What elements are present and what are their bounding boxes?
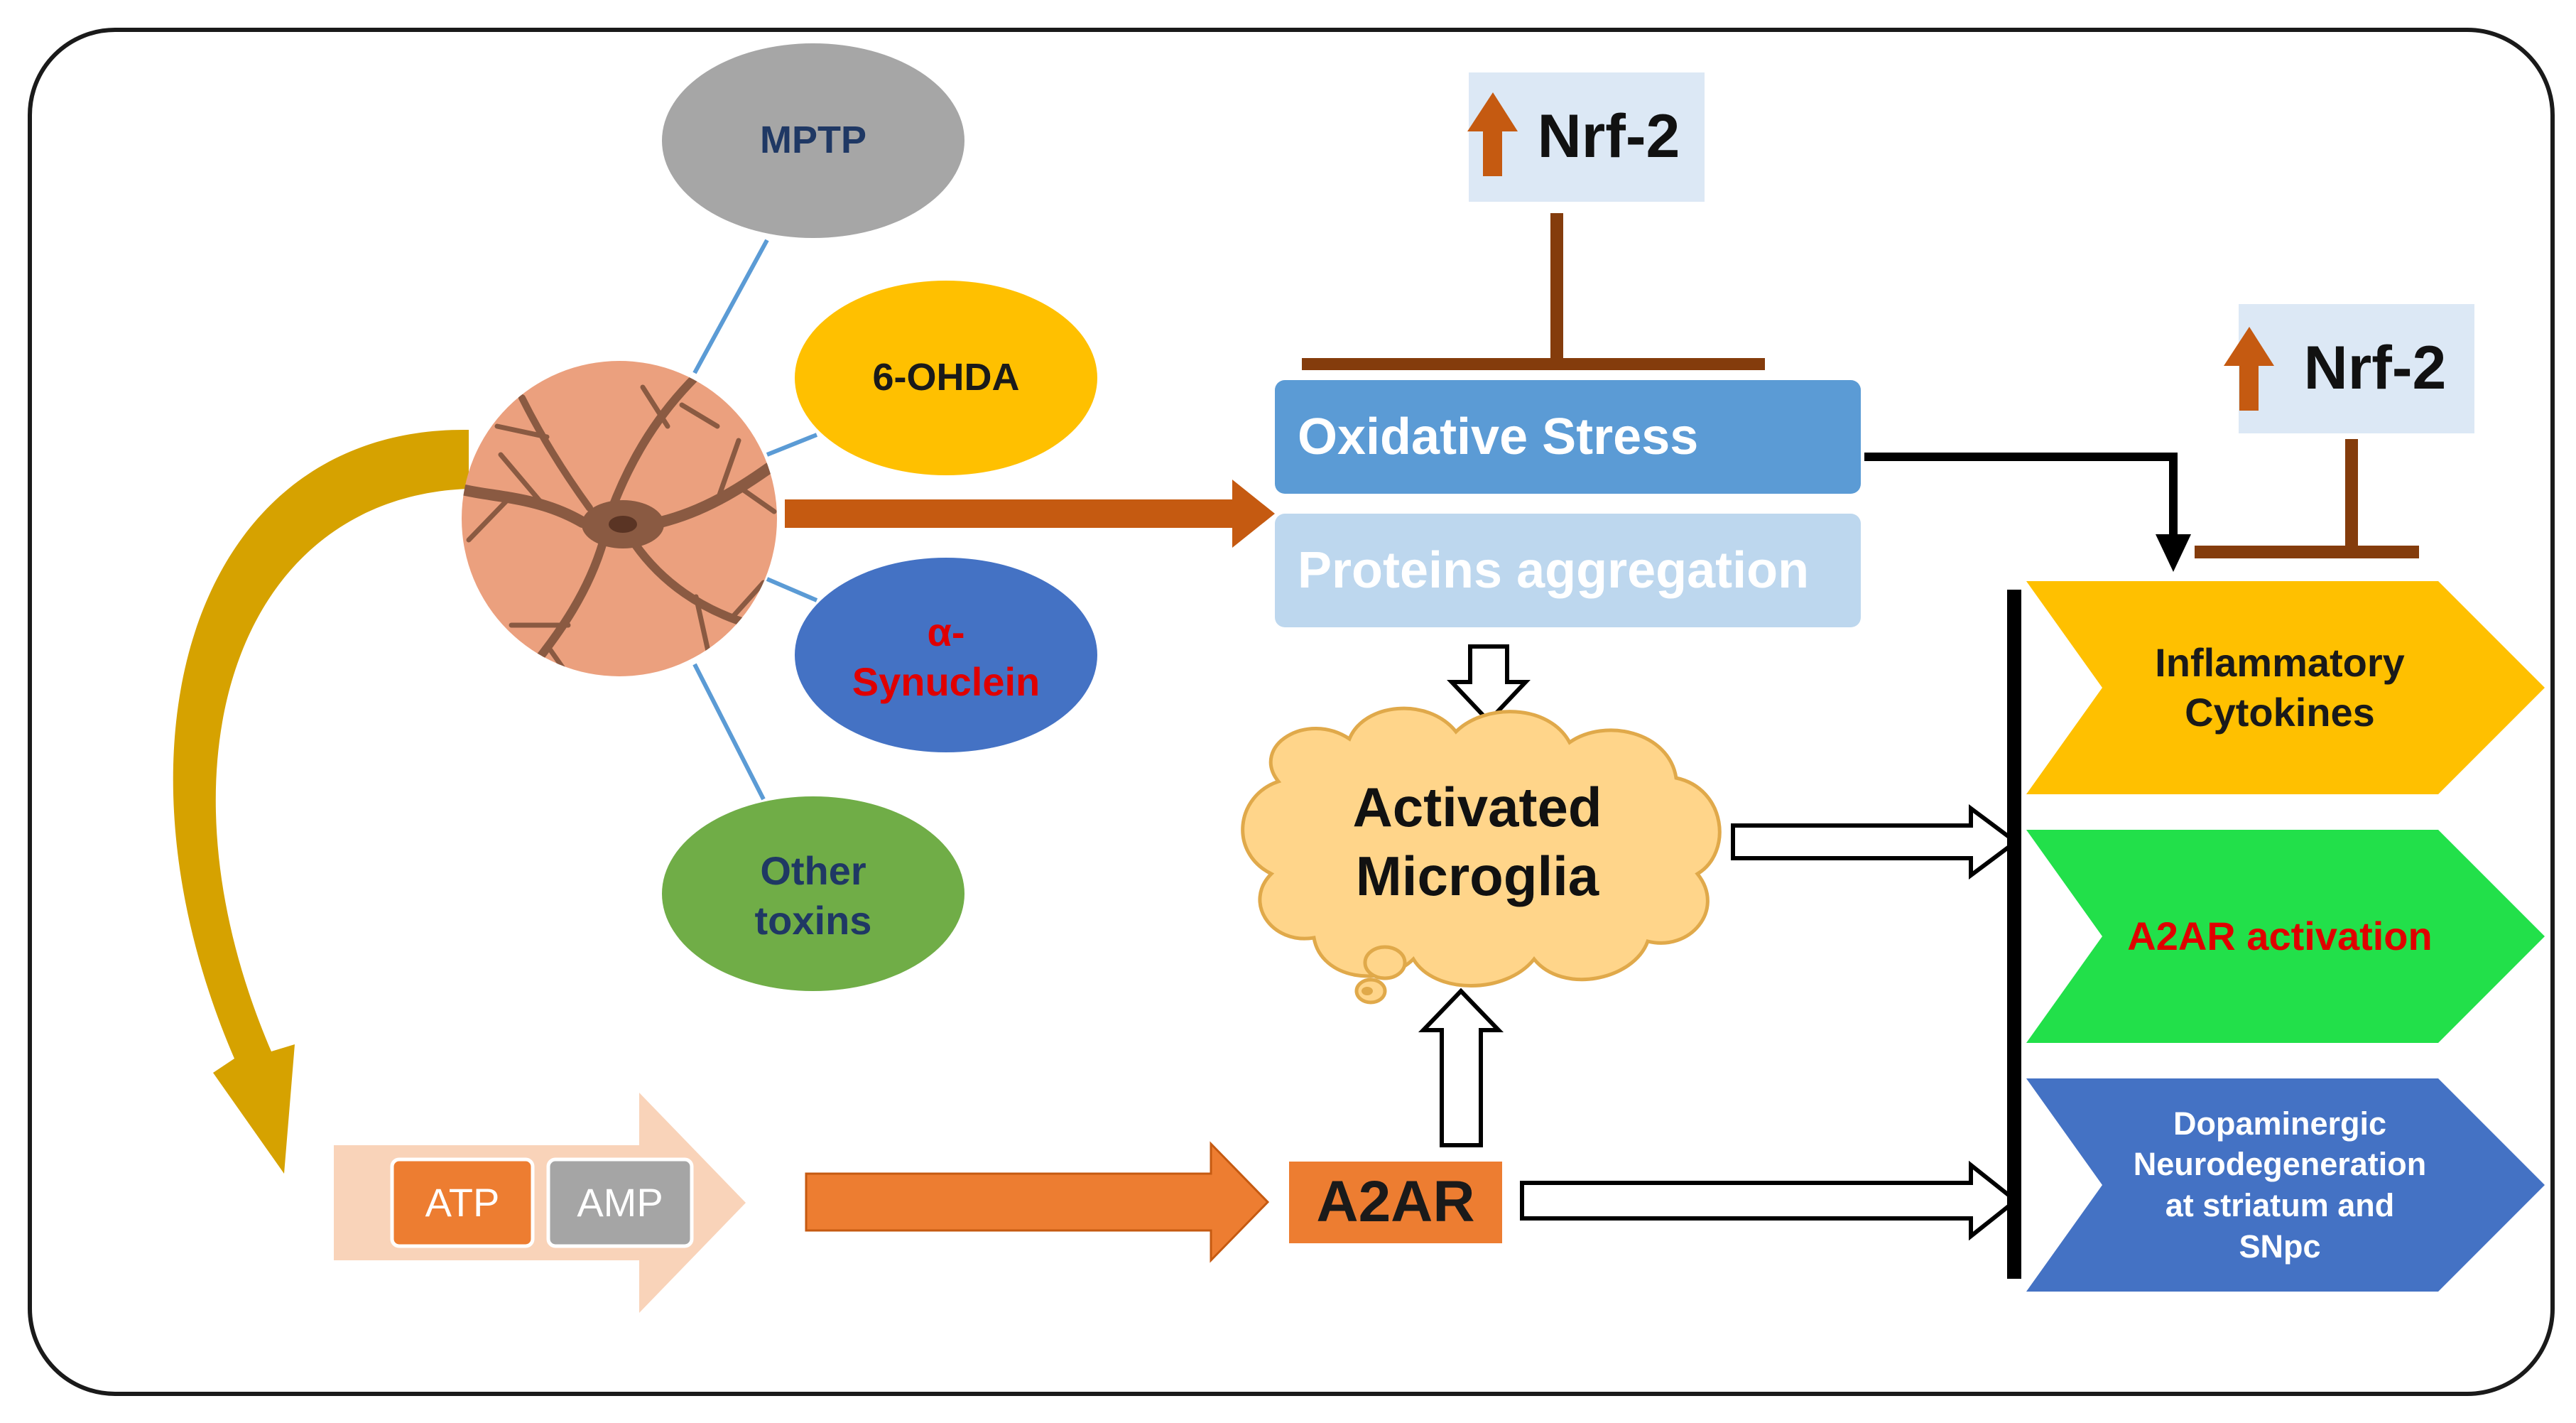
- nrf2-top-text: Nrf-2: [1537, 102, 1680, 171]
- activated-microglia-cloud: [1241, 706, 1722, 1005]
- activated-microglia-text-1: Activated: [1352, 775, 1602, 838]
- dopaminergic-text-4: SNpc: [2239, 1228, 2321, 1265]
- inflammatory-cytokines-chevron: [2026, 581, 2545, 794]
- nrf2-top-inhibit-stem: [1550, 213, 1563, 364]
- neuron-icon: [462, 361, 777, 676]
- activated-microglia-label: Activated Microglia: [1293, 753, 1662, 931]
- a2ar-activation-text: A2AR activation: [2127, 914, 2433, 958]
- proteins-aggregation-box: [1275, 514, 1861, 627]
- neuron-to-stress-arrow: [785, 480, 1275, 548]
- nrf2-right-inhibit-stem: [2345, 439, 2358, 553]
- to-a2ar-arrow: [805, 1141, 1270, 1263]
- proteins-to-microglia-arrow: [1447, 644, 1531, 725]
- nrf2-right-label: Nrf-2: [2276, 304, 2474, 433]
- other-toxins-text-2: toxins: [754, 898, 872, 943]
- atp-amp-arrow: [334, 1093, 746, 1313]
- nrf2-right-inhibit-bar: [2195, 546, 2419, 558]
- atp-text: ATP: [425, 1180, 500, 1225]
- other-toxins-ellipse: [662, 796, 964, 991]
- atp-box: [390, 1157, 535, 1248]
- inflammatory-text-2: Cytokines: [2185, 690, 2375, 735]
- mptp-label: MPTP: [662, 99, 964, 182]
- alpha-synuclein-text-2: Synuclein: [852, 659, 1040, 704]
- stress-to-cytokines-arrow: [1864, 453, 2191, 572]
- alpha-synuclein-ellipse: [795, 558, 1097, 752]
- 6-ohda-ellipse: [795, 281, 1097, 475]
- dopaminergic-text-2: Neurodegeneration: [2133, 1146, 2427, 1183]
- amp-label: AMP: [548, 1159, 692, 1246]
- up-arrow-icon: [1467, 92, 1518, 176]
- mptp-ellipse: [662, 43, 964, 238]
- oxidative-stress-box: [1275, 380, 1861, 494]
- nrf2-right-box: [2239, 304, 2474, 433]
- alpha-synuclein-text-1: α-: [927, 610, 965, 654]
- nrf2-top-inhibit-bar: [1302, 358, 1765, 370]
- dopaminergic-label: Dopaminergic Neurodegeneration at striat…: [2113, 1100, 2447, 1270]
- activated-microglia-text-2: Microglia: [1355, 845, 1599, 907]
- atp-label: ATP: [392, 1159, 533, 1246]
- proteins-aggregation-label: Proteins aggregation: [1275, 514, 1861, 627]
- dopaminergic-text-3: at striatum and: [2165, 1187, 2395, 1223]
- oxidative-stress-text: Oxidative Stress: [1298, 408, 1699, 465]
- amp-text: AMP: [577, 1180, 663, 1225]
- other-toxins-label: Other toxins: [662, 835, 964, 956]
- a2ar-text: A2AR: [1316, 1169, 1475, 1235]
- a2ar-to-microglia-arrow: [1418, 988, 1504, 1147]
- outcomes-bracket-bar: [2007, 590, 2021, 1279]
- oxidative-stress-label: Oxidative Stress: [1275, 380, 1861, 494]
- a2ar-activation-chevron: [2026, 830, 2545, 1043]
- dopaminergic-neurodegeneration-chevron: [2026, 1078, 2545, 1292]
- inflammatory-text-1: Inflammatory: [2155, 640, 2405, 685]
- nrf2-top-box: [1469, 72, 1705, 202]
- 6-ohda-text: 6-OHDA: [872, 356, 1020, 399]
- 6-ohda-label: 6-OHDA: [795, 337, 1097, 419]
- nrf2-right-text: Nrf-2: [2303, 334, 2447, 403]
- amp-box: [546, 1157, 694, 1248]
- a2ar-activation-label: A2AR activation: [2113, 888, 2447, 985]
- a2ar-box: [1289, 1162, 1502, 1243]
- a2ar-to-outcomes-arrow: [1520, 1160, 2019, 1241]
- a2ar-label: A2AR: [1289, 1162, 1502, 1243]
- toxin-connectors: [692, 239, 818, 801]
- gold-curved-arrow: [173, 429, 469, 1174]
- mptp-text: MPTP: [759, 119, 866, 162]
- nrf2-top-label: Nrf-2: [1513, 72, 1705, 202]
- inflammatory-cytokines-label: Inflammatory Cytokines: [2113, 617, 2447, 759]
- proteins-aggregation-text: Proteins aggregation: [1298, 542, 1810, 599]
- other-toxins-text-1: Other: [760, 848, 866, 893]
- microglia-to-outcomes-arrow: [1731, 804, 2020, 880]
- dopaminergic-text-1: Dopaminergic: [2173, 1105, 2387, 1142]
- up-arrow-icon: [2224, 327, 2274, 411]
- alpha-synuclein-label: α- Synuclein: [795, 597, 1097, 718]
